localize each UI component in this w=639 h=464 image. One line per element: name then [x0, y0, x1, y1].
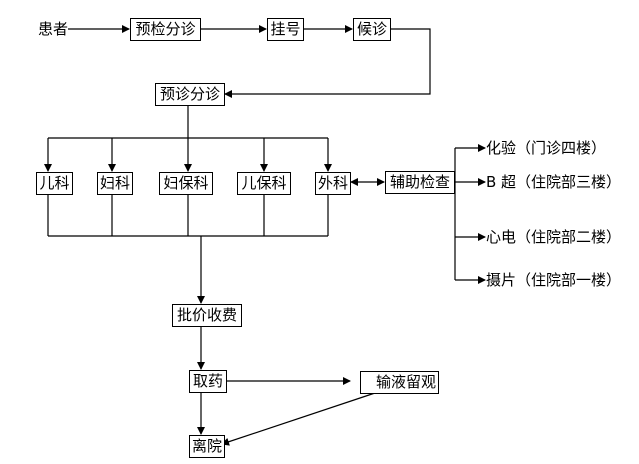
node-pharmacy: 取药 — [189, 370, 227, 393]
node-surgery: 外科 — [315, 172, 351, 195]
node-auxiliary-exam: 辅助检查 — [385, 171, 455, 194]
node-infusion-observation: 输液留观 — [360, 371, 439, 394]
node-maternal-health: 妇保科 — [159, 172, 213, 195]
aux-item-ultrasound: B 超（住院部三楼） — [486, 173, 622, 191]
node-child-health: 儿保科 — [237, 172, 291, 195]
start-patient: 患者 — [38, 20, 69, 38]
node-pediatrics: 儿科 — [36, 172, 73, 195]
node-waiting: 候诊 — [353, 18, 391, 41]
node-pre-diagnosis: 预诊分诊 — [155, 83, 225, 106]
node-gynecology: 妇科 — [97, 172, 133, 195]
edge-waiting-prediagnosis — [224, 28, 431, 98]
node-register: 挂号 — [267, 18, 304, 41]
aux-item-ecg: 心电（住院部二楼） — [486, 228, 622, 246]
node-discharge: 离院 — [189, 435, 225, 458]
node-triage: 预检分诊 — [130, 18, 201, 41]
node-pricing-payment: 批价收费 — [172, 304, 242, 327]
aux-item-xray: 摄片（住院部一楼） — [486, 271, 622, 289]
edge-infusion-discharge — [221, 392, 376, 446]
aux-item-lab: 化验（门诊四楼） — [486, 139, 607, 157]
